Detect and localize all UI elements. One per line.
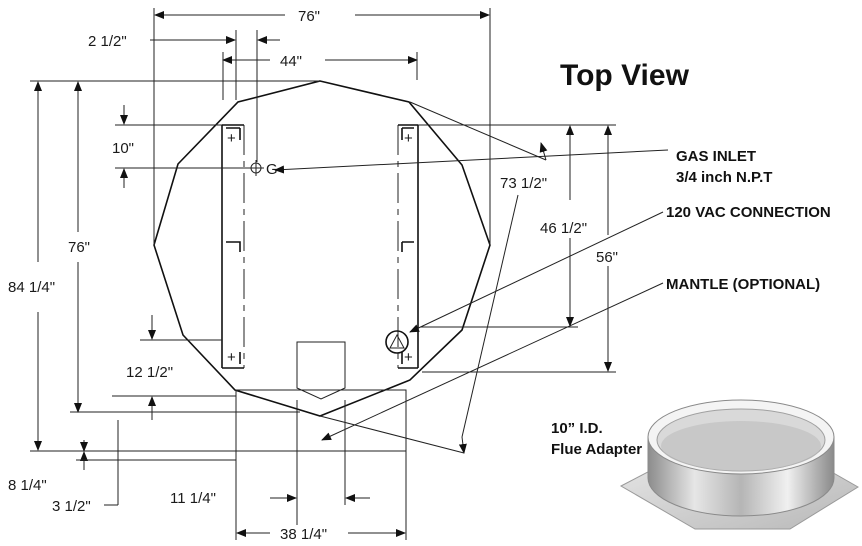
gas-symbol-label: G [266, 161, 278, 178]
flue-adapter-image [619, 399, 859, 530]
base-box [235, 389, 407, 452]
dim-3-5: 3 1/2" [52, 498, 91, 515]
dim-10: 10" [112, 140, 134, 157]
svg-text:+: + [227, 130, 236, 147]
dim-84-25: 84 1/4" [8, 279, 55, 296]
gas-inlet-leader [274, 149, 669, 174]
mantle-leader [321, 282, 664, 441]
dim-46-5: 46 1/2" [540, 220, 587, 237]
vac-connection-label: 120 VAC CONNECTION [666, 204, 831, 221]
svg-text:+: + [404, 130, 413, 147]
svg-text:+: + [404, 349, 413, 366]
vac-leader [409, 211, 664, 333]
gas-inlet-size-label: 3/4 inch N.P.T [676, 169, 772, 186]
dim-73-5: 73 1/2" [500, 175, 547, 192]
heater-outline [153, 80, 491, 417]
dim-76-depth: 76" [68, 239, 90, 256]
vac-connection-symbol [385, 330, 409, 354]
dim-12-5: 12 1/2" [126, 364, 173, 381]
dim-44: 44" [280, 53, 302, 70]
dim-38-25: 38 1/4" [280, 526, 327, 543]
flue-adapter-label: Flue Adapter [551, 441, 642, 458]
gas-inlet-symbol: G [248, 160, 278, 178]
mantle-label: MANTLE (OPTIONAL) [666, 276, 820, 293]
mantle [296, 341, 346, 400]
left-rail: + + [221, 124, 245, 369]
dim-overall-width: 76" [298, 8, 320, 25]
dim-2-5: 2 1/2" [88, 33, 127, 50]
page-title: Top View [560, 59, 690, 92]
svg-text:+: + [227, 349, 236, 366]
dim-8-25: 8 1/4" [8, 477, 47, 494]
dim-11-25: 11 1/4" [170, 490, 216, 507]
gas-inlet-label: GAS INLET [676, 148, 756, 165]
dim-56: 56" [596, 249, 618, 266]
flue-adapter-size-label: 10” I.D. [551, 420, 603, 437]
